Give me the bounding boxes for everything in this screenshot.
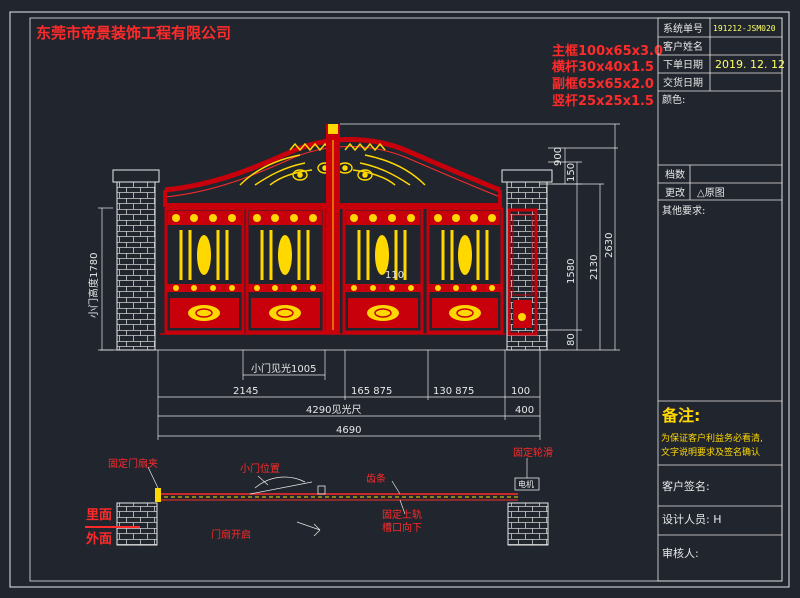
plan-left-pillar [116, 502, 158, 546]
leaf-bars [179, 230, 489, 280]
dim-130-875: 130 875 [433, 386, 474, 397]
dim-small-door-height: 小门高度1780 [87, 253, 100, 318]
mid-dim-110: 110 [385, 270, 404, 281]
label-fixed-pulley: 固定轮滑 [513, 446, 553, 459]
title-block-text: 系统单号 191212-JSM020 客户姓名 下单日期 2019. 12. 1… [661, 22, 785, 560]
dim-total-4690: 4690 [336, 425, 361, 436]
remarks-label: 备注: [661, 406, 700, 425]
left-dimension [98, 207, 113, 351]
dim-80: 80 [566, 333, 577, 346]
gate-arch [164, 137, 501, 193]
label-rail-2: 槽口向下 [382, 521, 422, 534]
small-door-swing [249, 476, 313, 495]
plan-right-pillar [507, 502, 549, 546]
right-dimensions [340, 123, 620, 350]
dim-2630: 2630 [604, 233, 615, 258]
label-fixed-clamp: 固定门扇夹 [108, 457, 158, 470]
plan-view [85, 458, 549, 546]
order-date-value: 2019. 12. 12 [715, 58, 785, 71]
gate-leaves [164, 207, 504, 334]
spec-main-frame: 主框100x65x3.0 [552, 43, 663, 59]
leaf-top-decor [168, 211, 500, 225]
dim-clear-width: 4290见光尺 [306, 403, 361, 416]
label-opening: 门扇开启 [211, 528, 251, 541]
dim-1580: 1580 [566, 259, 577, 284]
company-title: 东莞市帝景装饰工程有限公司 [36, 24, 231, 42]
change-value: △原图 [697, 187, 725, 199]
label-motor: 电机 [518, 479, 534, 489]
dim-165-875: 165 875 [351, 386, 392, 397]
sheet-border [9, 11, 790, 588]
label-small-door-position: 小门位置 [240, 462, 280, 475]
spec-crossbar: 横杆30x40x1.5 [552, 59, 654, 75]
label-rail-1: 固定上轨 [382, 508, 422, 521]
pedestrian-door [507, 208, 538, 336]
remarks-text-2: 文字说明要求及签名确认 [661, 446, 760, 458]
leaf-lower-panels [170, 298, 498, 328]
title-block [657, 17, 783, 582]
remarks-text-1: 为保证客户利益务必看清, [661, 432, 763, 444]
spec-list: 主框100x65x3.0 横杆30x40x1.5 副框65x65x2.0 竖杆2… [552, 43, 663, 109]
gate-elevation: 110 [160, 124, 538, 336]
customer-sign-label: 客户签名: [662, 479, 710, 493]
system-no-value: 191212-JSM020 [713, 24, 776, 33]
bottom-dimensions [157, 350, 541, 440]
dim-150: 150 [566, 163, 577, 182]
dim-400: 400 [515, 405, 534, 416]
order-date-label: 下单日期 [663, 59, 703, 71]
arch-ornament [239, 142, 426, 186]
dim-900: 900 [553, 147, 564, 166]
dim-2145: 2145 [233, 386, 258, 397]
other-req-label: 其他要求: [662, 204, 705, 217]
spec-vertical-bar: 竖杆25x25x1.5 [552, 93, 654, 109]
delivery-date-label: 交货日期 [663, 76, 703, 89]
designer-label: 设计人员: H [662, 513, 721, 526]
dim-2130: 2130 [589, 255, 600, 280]
dim-100: 100 [511, 386, 530, 397]
system-no-label: 系统单号 [663, 22, 703, 35]
color-label: 颜色: [662, 93, 685, 106]
spec-sub-frame: 副框65x65x2.0 [552, 76, 654, 92]
label-outside: 外面 [85, 531, 112, 547]
leaf-center-ornaments [197, 235, 472, 275]
label-inside: 里面 [86, 508, 112, 523]
qty-label: 档数 [665, 168, 685, 181]
reviewer-label: 审核人: [662, 546, 699, 560]
label-rack: 齿条 [366, 472, 386, 485]
left-pillar [112, 169, 160, 351]
customer-name-label: 客户姓名 [663, 40, 703, 53]
change-label: 更改 [665, 186, 685, 199]
dim-small-door-clear: 小门见光1005 [251, 362, 316, 375]
